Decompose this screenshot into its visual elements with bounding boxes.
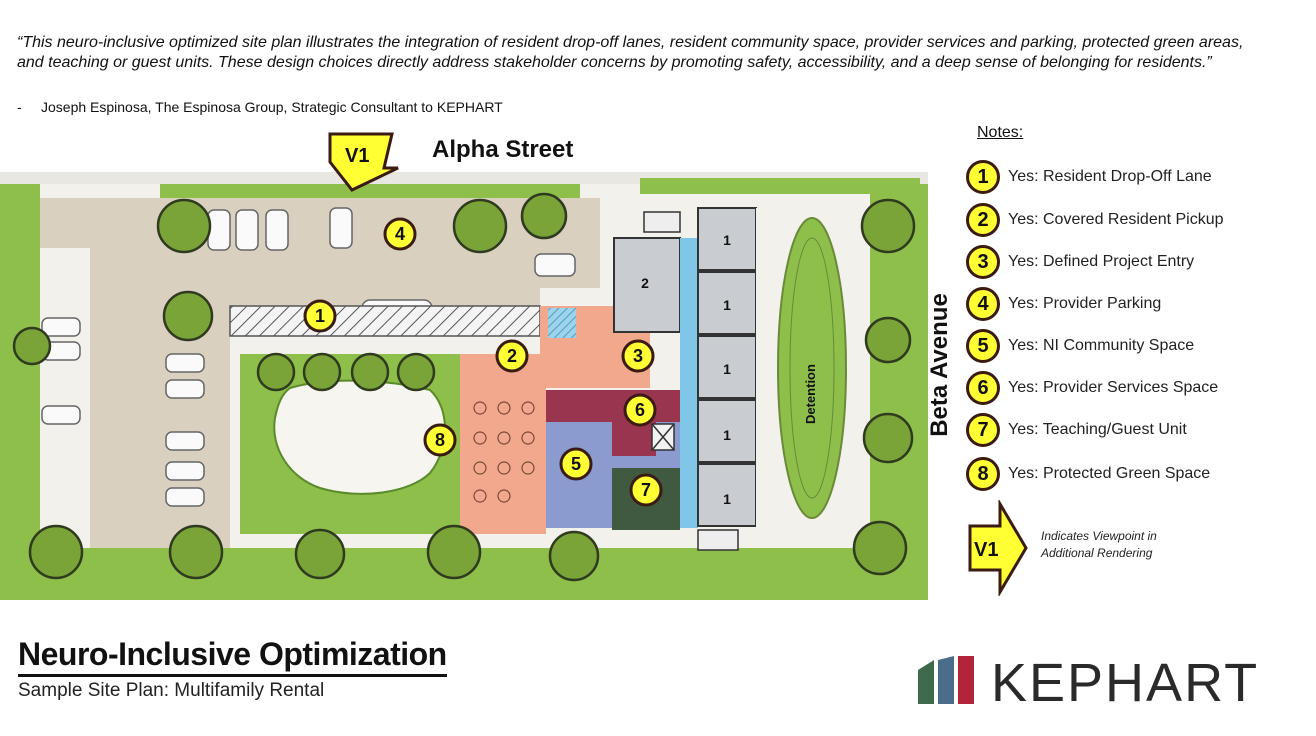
svg-text:2: 2 xyxy=(507,346,517,366)
viewpoint-legend-arrow-icon: V1 xyxy=(968,500,1028,596)
legend-text: Indicates Viewpoint in Additional Render… xyxy=(1041,529,1157,560)
note-text: Yes: Provider Parking xyxy=(1008,295,1162,312)
note-item: 1 Yes: Resident Drop-Off Lane xyxy=(966,157,1212,197)
note-badge: 3 xyxy=(966,245,1000,279)
note-item: 5 Yes: NI Community Space xyxy=(966,326,1194,366)
page-subtitle: Sample Site Plan: Multifamily Rental xyxy=(18,680,325,701)
unit-label: 1 xyxy=(723,491,731,507)
svg-text:5: 5 xyxy=(571,454,581,474)
marker-4: 4 xyxy=(383,217,417,251)
marker-8: 8 xyxy=(423,423,457,457)
west-parking-stalls xyxy=(41,317,205,507)
note-item: 2 Yes: Covered Resident Pickup xyxy=(966,200,1224,240)
unit-label: 1 xyxy=(723,361,731,377)
note-badge: 2 xyxy=(966,203,1000,237)
marker-6: 6 xyxy=(623,393,657,427)
note-badge: 7 xyxy=(966,413,1000,447)
detention-label: Detention xyxy=(803,364,818,424)
svg-text:8: 8 xyxy=(435,430,445,450)
parking-drive xyxy=(40,198,600,548)
unit-label: 1 xyxy=(723,427,731,443)
page-title: Neuro-Inclusive Optimization xyxy=(18,636,447,677)
quote-attribution: - Joseph Espinosa, The Espinosa Group, St… xyxy=(17,99,503,115)
svg-text:6: 6 xyxy=(635,400,645,420)
marker-7: 7 xyxy=(629,473,663,507)
legend-viewpoint-label: V1 xyxy=(974,539,998,561)
patio-tables xyxy=(473,401,535,503)
site-plan: V1 1 1 1 1 1 2 Detention 1 2 3 4 5 6 7 8 xyxy=(0,132,928,600)
logo-mark-icon xyxy=(918,656,974,704)
marker-3: 3 xyxy=(621,339,655,373)
svg-text:3: 3 xyxy=(633,346,643,366)
svg-text:4: 4 xyxy=(395,224,405,244)
avenue-label: Beta Avenue xyxy=(920,285,960,445)
street-label: Alpha Street xyxy=(432,136,574,163)
avenue-label-text: Beta Avenue xyxy=(926,293,953,437)
logo-text: KEPHART xyxy=(991,653,1260,713)
attribution-text: Joseph Espinosa, The Espinosa Group, Str… xyxy=(41,99,503,115)
building-2 xyxy=(613,237,681,333)
quote-text: “This neuro-inclusive optimized site pla… xyxy=(17,34,1244,71)
viewpoint-label: V1 xyxy=(345,145,369,167)
note-item: 4 Yes: Provider Parking xyxy=(966,284,1161,324)
note-text: Yes: Covered Resident Pickup xyxy=(1008,211,1224,228)
svg-text:7: 7 xyxy=(641,480,651,500)
marker-2: 2 xyxy=(495,339,529,373)
provider-services-space xyxy=(546,390,680,422)
note-text: Yes: Provider Services Space xyxy=(1008,379,1219,396)
attribution-dash: - xyxy=(17,99,22,115)
marker-5: 5 xyxy=(559,447,593,481)
note-item: 7 Yes: Teaching/Guest Unit xyxy=(966,410,1187,450)
note-text: Yes: Defined Project Entry xyxy=(1008,253,1195,270)
stairs xyxy=(643,211,739,551)
drop-off-lane xyxy=(229,305,541,337)
kephart-logo: KEPHART xyxy=(918,653,1298,713)
note-text: Yes: Teaching/Guest Unit xyxy=(1008,421,1187,438)
detention-basin xyxy=(777,217,847,519)
note-badge: 4 xyxy=(966,287,1000,321)
note-badge: 6 xyxy=(966,371,1000,405)
note-item: 3 Yes: Defined Project Entry xyxy=(966,242,1194,282)
note-item: 8 Yes: Protected Green Space xyxy=(966,454,1210,494)
note-text: Yes: Resident Drop-Off Lane xyxy=(1008,168,1212,185)
marker-1: 1 xyxy=(303,299,337,333)
note-badge: 1 xyxy=(966,160,1000,194)
notes-title: Notes: xyxy=(977,124,1024,141)
trees xyxy=(12,192,916,582)
building-1 xyxy=(697,207,757,527)
viewpoint-arrow xyxy=(328,132,399,192)
unit-label: 1 xyxy=(723,232,731,248)
unit-label: 1 xyxy=(723,297,731,313)
note-badge: 5 xyxy=(966,329,1000,363)
building-two-label: 2 xyxy=(641,275,649,291)
note-text: Yes: NI Community Space xyxy=(1008,337,1195,354)
west-lawn xyxy=(0,184,40,600)
note-item: 6 Yes: Provider Services Space xyxy=(966,368,1218,408)
svg-text:1: 1 xyxy=(315,306,325,326)
note-badge: 8 xyxy=(966,457,1000,491)
note-text: Yes: Protected Green Space xyxy=(1008,465,1211,482)
